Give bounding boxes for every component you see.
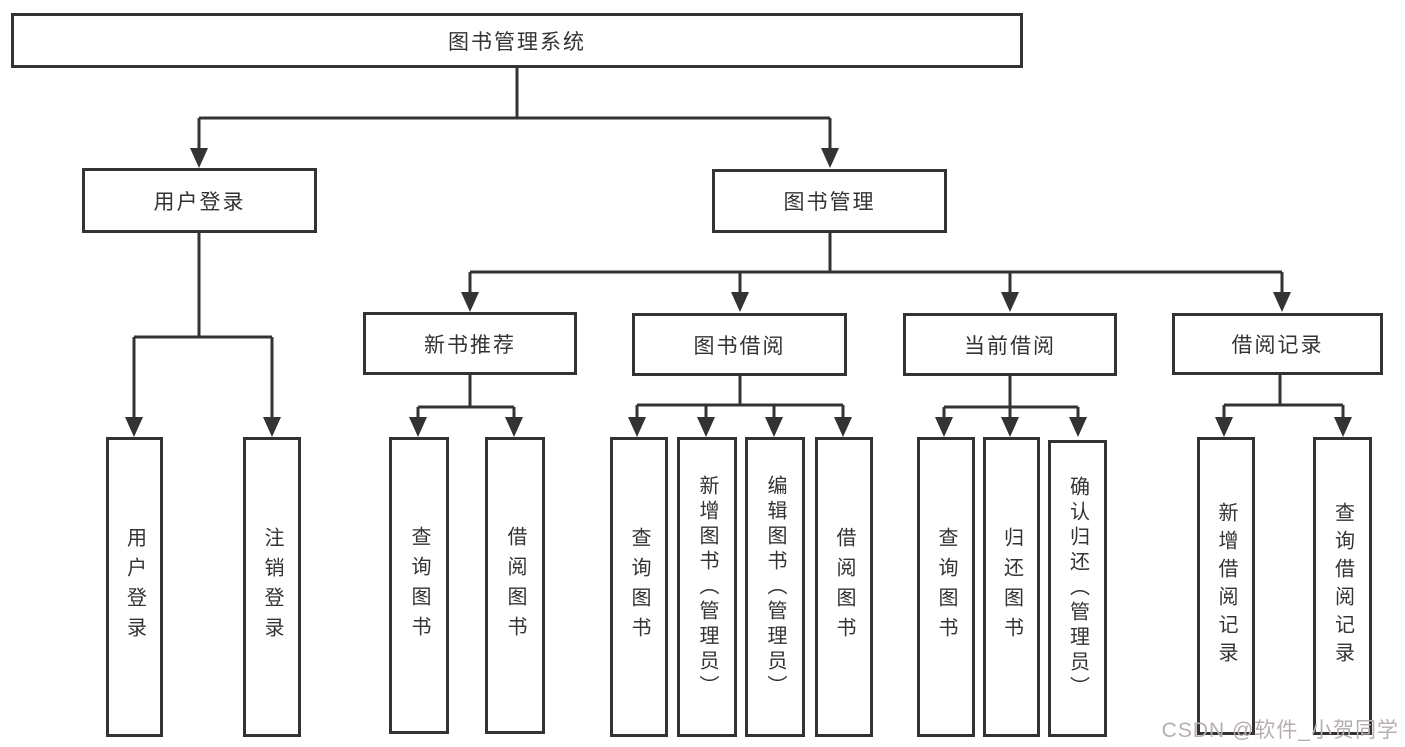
node-label: 查询图书 [628,527,650,647]
node-label: 归还图书 [1000,527,1023,647]
leaf-query-borrow-record: 查询借阅记录 [1313,437,1372,735]
node-label: 用户登录 [153,190,246,214]
node-label: 借阅记录 [1231,334,1324,357]
leaf-confirm-return-admin: 确认归还（管理员） [1048,440,1107,737]
node-book-management: 图书管理 [712,169,947,233]
node-label: 编辑图书（管理员） [764,474,786,700]
node-label: 借阅图书 [504,525,526,646]
node-label: 查询图书 [935,527,957,647]
node-label: 查询借阅记录 [1331,502,1354,670]
node-label: 用户登录 [123,527,146,647]
leaf-query-book-recommend: 查询图书 [389,437,449,734]
leaf-edit-book-admin: 编辑图书（管理员） [745,437,805,737]
node-label: 图书管理系统 [448,30,586,54]
node-current-borrow: 当前借阅 [903,313,1117,376]
node-label: 新书推荐 [424,333,516,357]
leaf-user-login: 用户登录 [106,437,163,737]
node-label: 当前借阅 [964,334,1056,358]
node-book-borrow: 图书借阅 [632,313,847,376]
node-label: 图书借阅 [693,334,786,358]
node-label: 图书管理 [783,191,876,214]
node-label: 注销登录 [261,527,283,647]
leaf-add-book-admin: 新增图书（管理员） [677,437,737,737]
leaf-borrow-book-recommend: 借阅图书 [485,437,545,734]
node-label: 查询图书 [408,525,430,646]
leaf-query-book-current: 查询图书 [917,437,975,737]
leaf-return-book: 归还图书 [983,437,1040,737]
node-label: 新增图书（管理员） [696,474,718,700]
node-new-book-recommend: 新书推荐 [363,312,577,375]
node-label: 确认归还（管理员） [1066,476,1089,701]
node-label: 新增借阅记录 [1215,502,1237,670]
csdn-watermark: CSDN @软件_小贺同学 [1161,719,1399,742]
leaf-logout: 注销登录 [243,437,301,737]
node-system-root: 图书管理系统 [11,13,1023,68]
leaf-add-borrow-record: 新增借阅记录 [1197,437,1255,735]
node-user-login: 用户登录 [82,168,317,233]
leaf-query-book-borrow: 查询图书 [610,437,668,737]
node-label: 借阅图书 [833,527,855,647]
node-borrow-record: 借阅记录 [1172,313,1383,375]
leaf-borrow-book: 借阅图书 [815,437,873,737]
